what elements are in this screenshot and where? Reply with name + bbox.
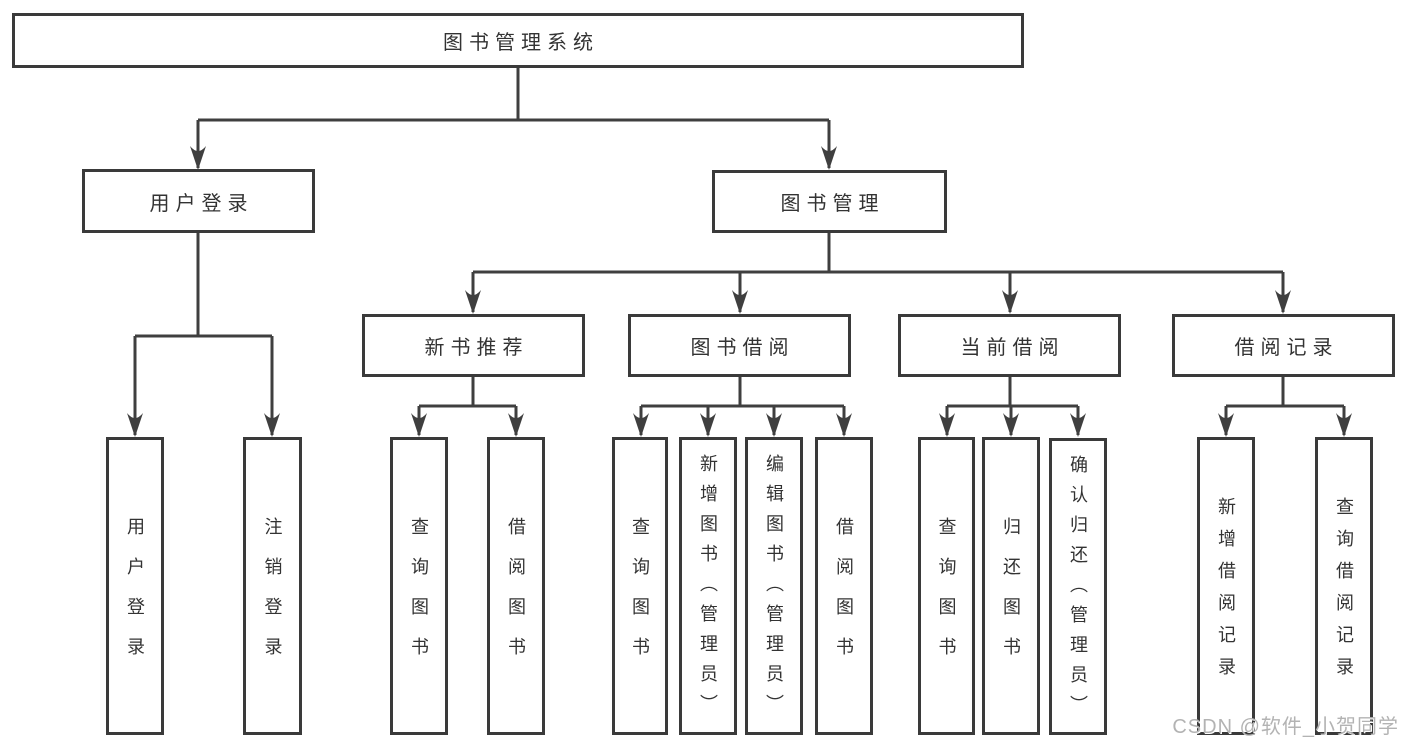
node-new-book-recommend: 新书推荐 — [362, 314, 585, 377]
node-leaf-bb-add-books: 新增图书（管理员） — [679, 437, 737, 735]
node-book-management: 图书管理 — [712, 170, 947, 233]
node-leaf-cb-query-books: 查询图书 — [918, 437, 975, 735]
node-leaf-cb-confirm-return: 确认归还（管理员） — [1049, 438, 1107, 735]
leaf-label: 确认归还（管理员） — [1068, 454, 1088, 725]
node-leaf-nbr-borrow-books: 借阅图书 — [487, 437, 545, 735]
leaf-label: 编辑图书（管理员） — [764, 454, 784, 724]
leaf-label: 借阅图书 — [506, 517, 526, 677]
leaf-label: 查询图书 — [409, 517, 429, 677]
node-leaf-logout: 注销登录 — [243, 437, 302, 735]
leaf-label: 用户登录 — [125, 517, 145, 677]
node-leaf-br-add-record: 新增借阅记录 — [1197, 437, 1255, 735]
node-leaf-bb-query-books: 查询图书 — [612, 437, 668, 735]
node-leaf-bb-edit-books: 编辑图书（管理员） — [745, 437, 803, 735]
leaf-label: 新增图书（管理员） — [698, 454, 718, 724]
leaf-label: 新增借阅记录 — [1216, 497, 1236, 689]
node-library-system: 图书管理系统 — [12, 13, 1024, 68]
leaf-label: 查询借阅记录 — [1334, 497, 1354, 689]
node-leaf-br-query-record: 查询借阅记录 — [1315, 437, 1373, 735]
node-leaf-nbr-query-books: 查询图书 — [390, 437, 448, 735]
csdn-watermark: CSDN @软件_小贺同学 — [1172, 716, 1399, 738]
leaf-label: 注销登录 — [262, 517, 283, 677]
node-book-borrowing: 图书借阅 — [628, 314, 851, 377]
node-current-borrowing: 当前借阅 — [898, 314, 1121, 377]
node-user-login-module: 用户登录 — [82, 169, 315, 233]
node-borrowing-records: 借阅记录 — [1172, 314, 1395, 377]
node-leaf-user-login: 用户登录 — [106, 437, 164, 735]
leaf-label: 查询图书 — [936, 517, 957, 677]
leaf-label: 归还图书 — [1001, 517, 1021, 677]
node-leaf-cb-return-books: 归还图书 — [982, 437, 1040, 735]
node-leaf-bb-borrow-books: 借阅图书 — [815, 437, 873, 735]
leaf-label: 借阅图书 — [834, 517, 854, 677]
leaf-label: 查询图书 — [630, 517, 650, 677]
